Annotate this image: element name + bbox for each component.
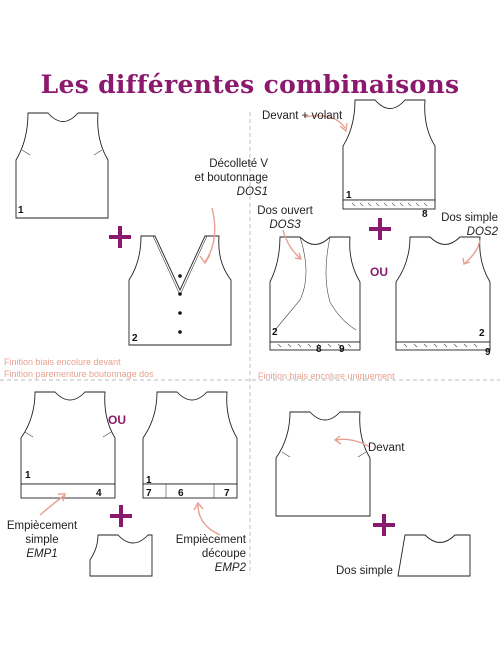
plus-q2 bbox=[369, 218, 391, 240]
label-emp2: EMP2 bbox=[214, 562, 246, 574]
top-back-dos2: 2 9 bbox=[395, 236, 491, 358]
top-back-emp2: 1 7 6 7 bbox=[142, 391, 238, 499]
svg-text:1: 1 bbox=[146, 475, 152, 486]
plus-q4 bbox=[373, 514, 395, 536]
label-dos-simple-q4: Dos simple bbox=[336, 565, 393, 577]
top-back-dos1: 2 bbox=[128, 235, 232, 346]
note-finition-unique: Finition biais encolure uniquement bbox=[258, 371, 395, 381]
svg-text:1: 1 bbox=[346, 190, 352, 201]
svg-text:7: 7 bbox=[146, 488, 152, 499]
label-empiecement-simple: Empiècement bbox=[6, 520, 78, 532]
plus-q3 bbox=[110, 505, 132, 527]
label-dos-ouvert: Dos ouvert bbox=[257, 205, 313, 217]
arrow-dos3 bbox=[282, 229, 301, 259]
arrow-emp2 bbox=[197, 504, 221, 536]
page-title: Les différentes combinaisons bbox=[40, 70, 460, 99]
svg-text:2: 2 bbox=[479, 328, 485, 339]
svg-text:2: 2 bbox=[132, 333, 138, 344]
label-simple: simple bbox=[25, 534, 59, 546]
plus-q1 bbox=[109, 226, 131, 248]
svg-text:1: 1 bbox=[25, 470, 31, 481]
arrow-dos2 bbox=[464, 239, 481, 264]
note-finition-dos: Finition parementure boutonnage dos bbox=[4, 369, 154, 379]
svg-text:7: 7 bbox=[224, 488, 230, 499]
svg-text:9: 9 bbox=[339, 344, 345, 355]
svg-text:6: 6 bbox=[178, 488, 184, 499]
arrow-emp1 bbox=[39, 494, 66, 516]
note-finition-devant: Finition biais encolure devant bbox=[4, 357, 121, 367]
top-back-dos3: 2 8 9 bbox=[269, 236, 361, 355]
label-dos3: DOS3 bbox=[269, 219, 301, 231]
label-decollete-v: Décolleté V bbox=[209, 158, 268, 170]
label-emp1: EMP1 bbox=[26, 548, 58, 560]
top-front-q1: 1 bbox=[15, 112, 109, 219]
svg-text:4: 4 bbox=[96, 488, 102, 499]
label-empiecement-decoupe: Empiècement bbox=[175, 534, 246, 546]
top-front-devant-volant: 1 8 bbox=[342, 99, 436, 220]
label-dos-simple-q2: Dos simple bbox=[441, 212, 498, 224]
label-ou-q3: OU bbox=[108, 413, 126, 427]
top-front-devant bbox=[275, 411, 371, 517]
label-devant: Devant bbox=[368, 442, 405, 454]
label-ou-q2: OU bbox=[370, 265, 388, 279]
label-decoupe: découpe bbox=[201, 548, 246, 560]
svg-text:1: 1 bbox=[18, 205, 24, 216]
arrow-devant bbox=[335, 438, 371, 448]
svg-text:8: 8 bbox=[316, 344, 322, 355]
top-back-partial-q4 bbox=[397, 534, 471, 577]
top-back-partial-q3 bbox=[89, 534, 153, 577]
label-dos2: DOS2 bbox=[466, 226, 498, 238]
arrow-devant-volant bbox=[303, 115, 346, 129]
label-devant-volant: Devant + volant bbox=[262, 110, 343, 122]
svg-text:9: 9 bbox=[485, 347, 491, 358]
label-et-boutonnage: et boutonnage bbox=[194, 172, 268, 184]
label-dos1: DOS1 bbox=[236, 186, 268, 198]
top-front-emp1: 1 4 bbox=[20, 391, 116, 499]
svg-text:8: 8 bbox=[422, 209, 428, 220]
svg-text:2: 2 bbox=[272, 327, 278, 338]
